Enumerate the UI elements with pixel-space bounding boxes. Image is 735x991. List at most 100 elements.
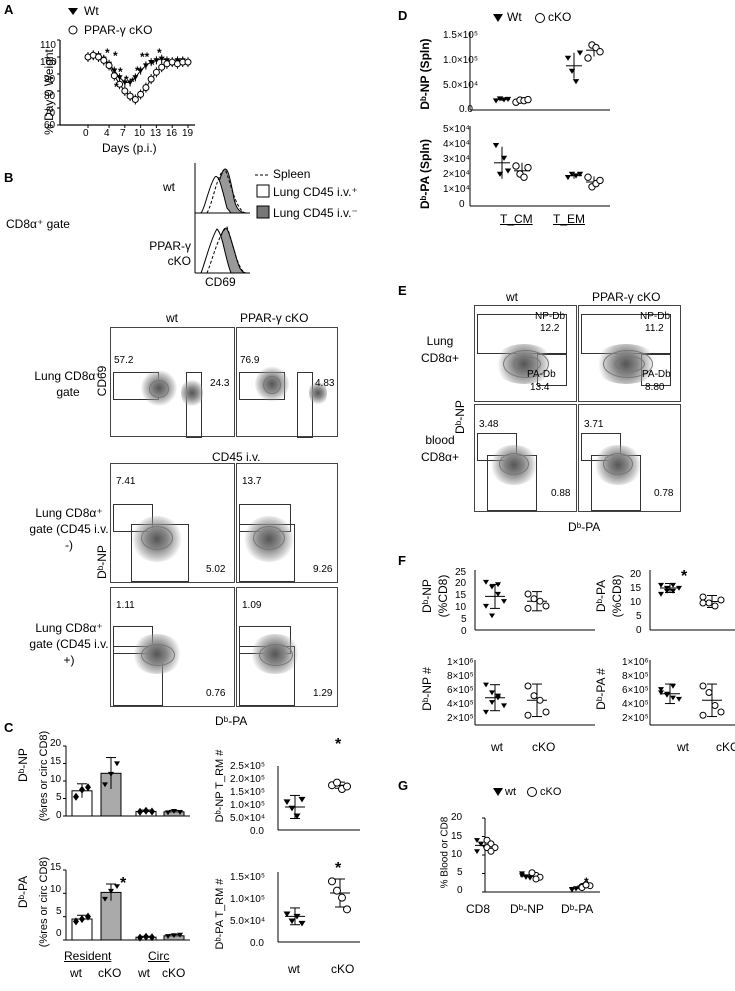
panel-label-b: B [4, 170, 14, 185]
a-star: ** [140, 50, 150, 64]
wt-point [288, 918, 296, 925]
cko-point [116, 80, 124, 88]
wt-point [158, 56, 165, 62]
a-star: * [157, 46, 162, 60]
e-flow-lung-wt [474, 305, 577, 402]
cko-point [705, 689, 713, 696]
f-star: * [681, 568, 688, 585]
wt-point [504, 96, 512, 102]
cko-point [536, 597, 544, 605]
f-ytick: 10 [455, 602, 467, 613]
b-r2-cko-val: 13.7 [242, 476, 262, 487]
cko-point [343, 782, 351, 791]
wt-point [496, 171, 504, 177]
e-row1-label: Lung CD8α+ [421, 334, 459, 365]
cko-point [542, 602, 550, 610]
wt-point [483, 682, 489, 688]
cko-point [717, 596, 725, 604]
cko-point [705, 599, 713, 607]
wt-point [165, 810, 171, 816]
a-star: * [114, 80, 119, 94]
d-legend-cko: cKO [548, 10, 572, 24]
e-col-wt: wt [506, 290, 518, 304]
b-histo-legend-markers [255, 174, 270, 219]
wt-point [143, 932, 149, 941]
e-blood-cko-val: 3.71 [584, 419, 604, 430]
cko-point [137, 90, 145, 98]
g-ytick: 10 [451, 849, 463, 860]
wt-point [102, 896, 108, 902]
c-x-label: wt [138, 966, 150, 980]
cko-point [142, 84, 150, 92]
cko-point [338, 893, 346, 902]
g-x: CD8 [466, 902, 491, 916]
cko-point [524, 163, 532, 172]
wt-point [85, 783, 91, 792]
f-x: cKO [716, 740, 735, 754]
wt-point [483, 603, 489, 609]
c-trm-np-star: * [335, 736, 342, 753]
wt-point [283, 799, 291, 805]
wt-point [492, 142, 500, 149]
wt-point [478, 841, 484, 847]
b-flow-r3-cko [236, 587, 338, 707]
wt-point [573, 886, 579, 892]
wt-point [489, 690, 495, 696]
c-trm-np-ytick: 1.0×10⁵ [230, 800, 266, 811]
wt-point [500, 155, 508, 161]
f-ytick: 5 [636, 611, 642, 622]
b-r3-cko-val: 1.29 [313, 688, 333, 699]
cko-point [152, 68, 160, 76]
cko-point [530, 595, 538, 603]
d-pa-ytick: 3×10⁴ [443, 154, 470, 165]
b-r2-cko-val: 9.26 [313, 564, 333, 575]
cko-point [699, 599, 707, 607]
wt-point [495, 693, 501, 699]
c-np-ytick: 0 [56, 810, 62, 821]
wt-point [143, 806, 149, 815]
panel-d-chart [469, 32, 610, 207]
b-r2-wt-val: 5.02 [206, 564, 226, 575]
wt-point [114, 761, 120, 767]
wt-point [658, 687, 664, 692]
wt-point [474, 849, 480, 854]
cko-point [158, 63, 166, 71]
wt-point [165, 934, 171, 939]
a-xtick: 19 [182, 128, 194, 139]
panel-label-g: G [398, 778, 409, 793]
b-r3-wt-val: 1.11 [116, 600, 135, 611]
cko-point [131, 96, 139, 103]
wt-point [137, 807, 143, 816]
wt-point [148, 60, 155, 65]
c-pa-ytick: 0 [56, 928, 62, 939]
cko-point [711, 702, 719, 709]
wt-point [523, 874, 529, 880]
wt-point [171, 933, 177, 939]
d-np-ytick: 1.5×10⁵ [443, 30, 479, 41]
e-gate-pa: PA-Db [642, 369, 671, 380]
panel-label-a: A [4, 2, 14, 17]
legend-wt-marker [68, 8, 78, 15]
cko-point [584, 173, 592, 181]
c-trm-np-ytick: 1.5×10⁵ [230, 787, 266, 798]
wt-point [501, 703, 507, 709]
wt-point [676, 696, 682, 702]
panel-label-e: E [398, 283, 407, 298]
wt-point [495, 591, 501, 597]
e-lung-wt-val: 12.2 [540, 323, 560, 334]
wt-point [298, 920, 306, 927]
wt-point [670, 683, 676, 689]
c-trm-np-ytick: 2.5×10⁵ [230, 761, 266, 772]
e-blood-cko-val: 0.78 [654, 488, 674, 499]
f-ytick: 15 [630, 583, 642, 594]
a-star: * [118, 65, 123, 79]
g-legend-wt-marker [493, 788, 503, 796]
f-ytick: 2×10⁵ [447, 713, 474, 724]
e-row2-label: blood CD8α+ [421, 433, 459, 464]
cko-point [524, 682, 532, 690]
a-xlabel: Days (p.i.) [102, 141, 157, 155]
f-ytick: 6×10⁵ [622, 685, 649, 696]
cko-point [524, 711, 532, 719]
b-pa-xlabel: Dᵇ-PA [215, 714, 248, 728]
